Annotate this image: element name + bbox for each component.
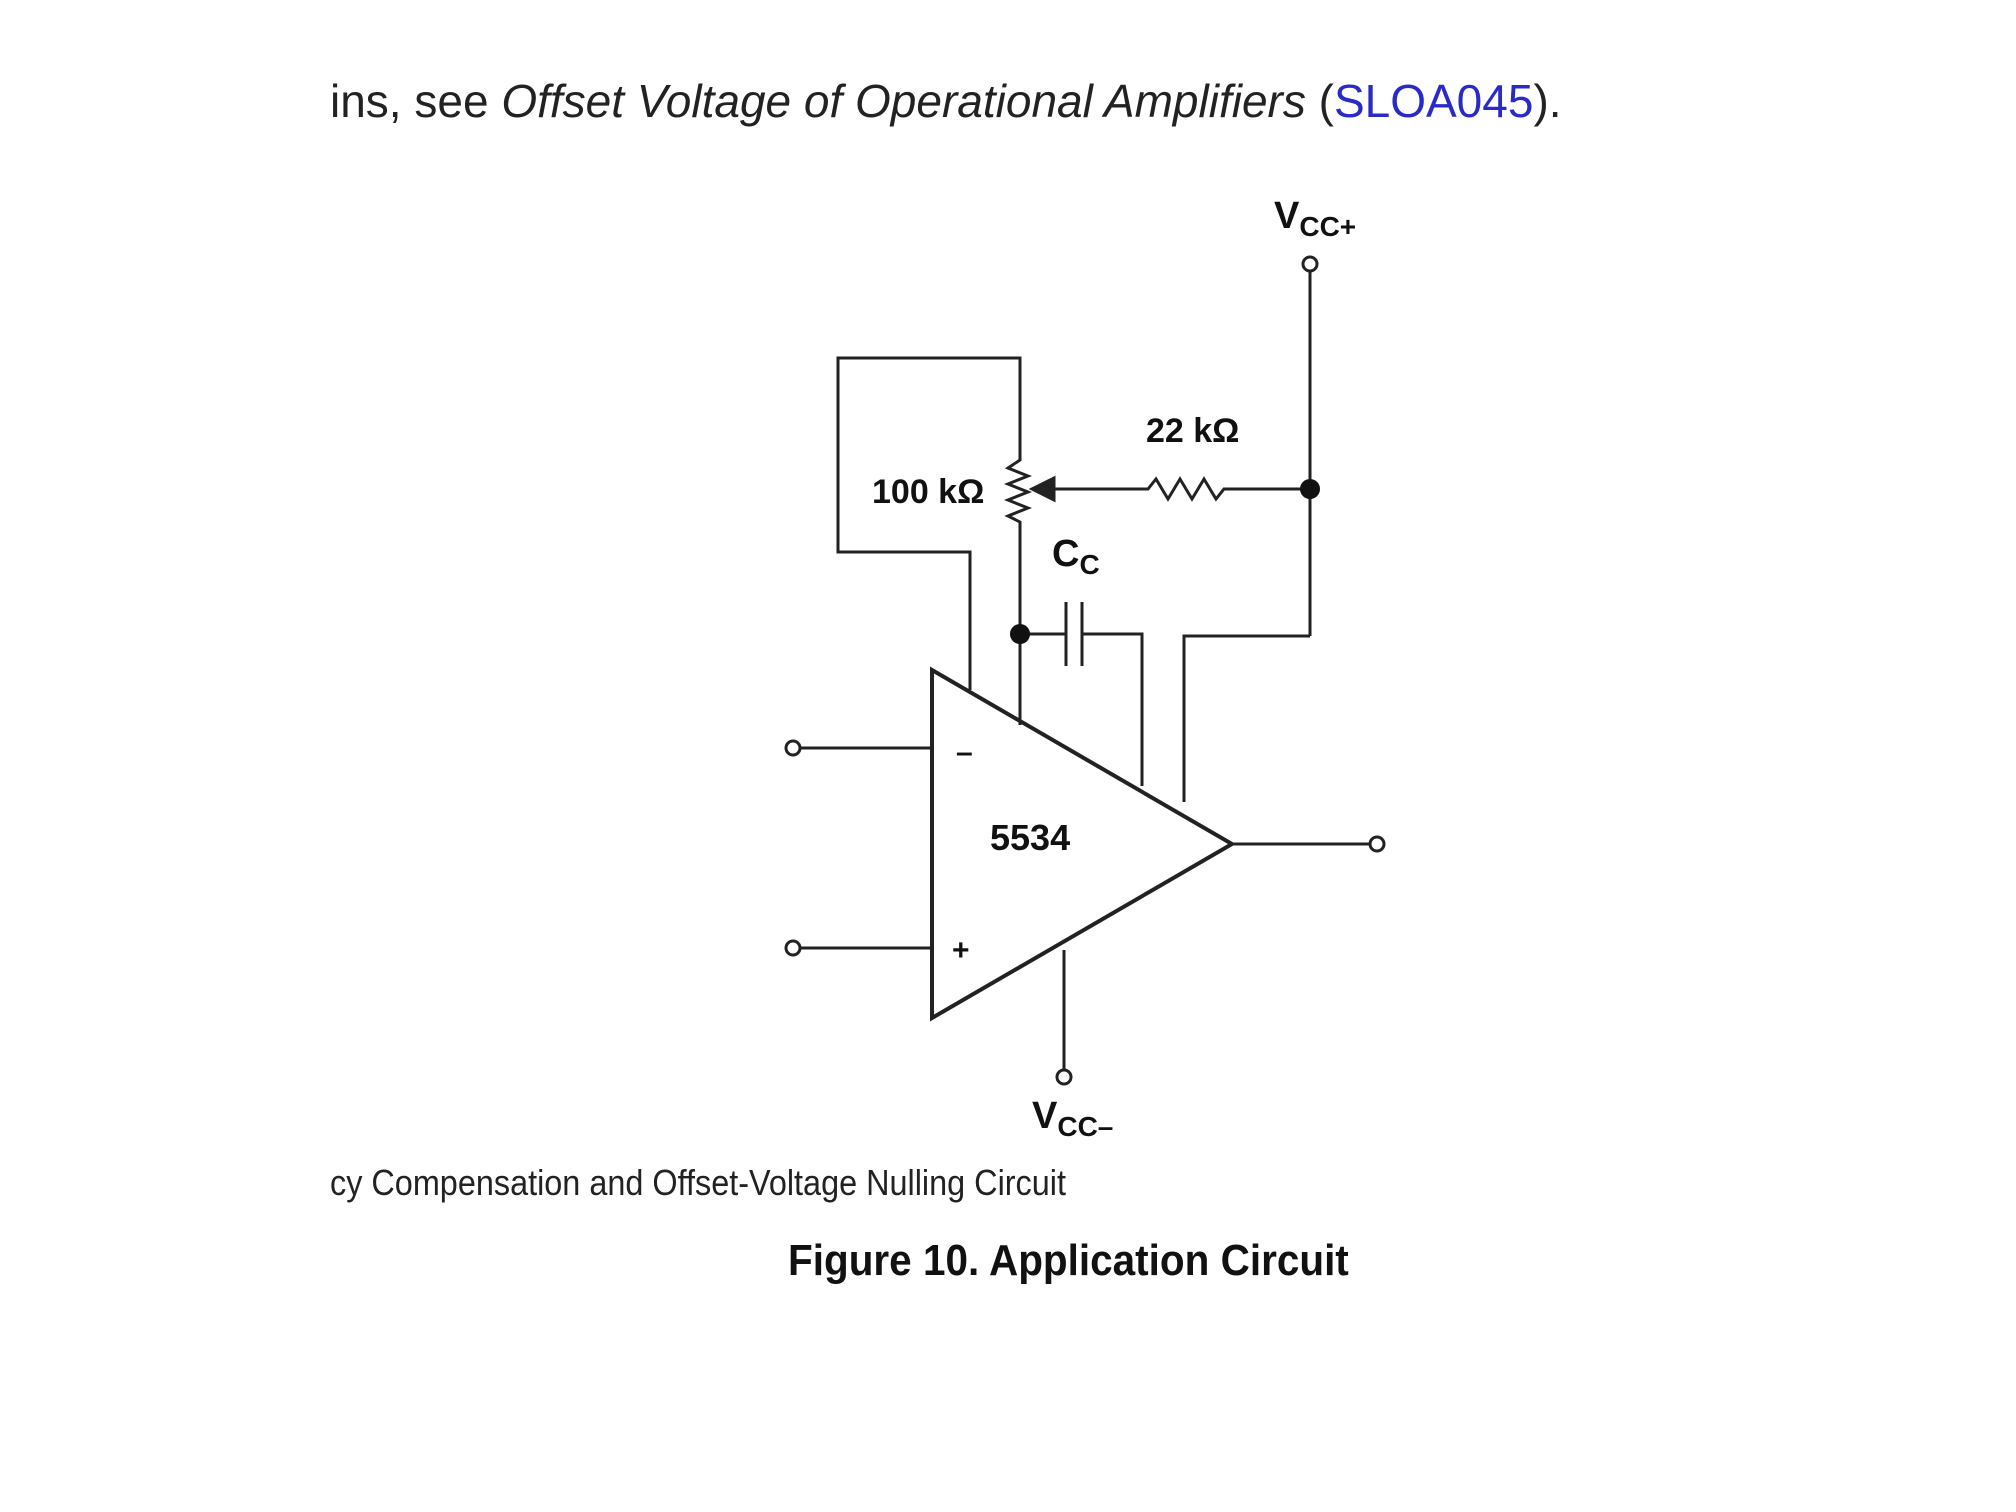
noninverting-sign: +	[952, 934, 970, 967]
pot-resistor	[1003, 456, 1033, 530]
cap-right-wire	[1082, 632, 1144, 786]
reference-title: Offset Voltage of Operational Amplifiers	[501, 75, 1306, 127]
vcc-to-opamp-wire	[1182, 634, 1310, 802]
reference-link[interactable]: SLOA045	[1333, 75, 1534, 127]
pot-100k-label: 100 kΩ	[872, 473, 984, 511]
vcc-minus-terminal	[1055, 1068, 1073, 1086]
reference-prefix: ins, see	[330, 75, 502, 127]
inverting-input-terminal	[784, 739, 802, 757]
pot-wiper-arrow	[1028, 475, 1056, 503]
cap-label: CC	[1052, 533, 1100, 580]
pot-top-loop-wire	[836, 356, 1022, 690]
vcc-junction-dot	[1300, 479, 1320, 499]
reference-open: (	[1305, 75, 1334, 127]
output-terminal	[1368, 835, 1386, 853]
circuit-caption: cy Compensation and Offset-Voltage Nulli…	[330, 1162, 1066, 1203]
reference-close: ).	[1533, 75, 1562, 127]
vcc-minus-label: VCC–	[1032, 1095, 1113, 1142]
noninverting-input-terminal	[784, 939, 802, 957]
cap-junction-dot	[1010, 624, 1030, 644]
truncated-reference-line: ins, see Offset Voltage of Operational A…	[330, 75, 1562, 156]
figure-title: Figure 10. Application Circuit	[788, 1236, 1349, 1285]
opamp-label: 5534	[990, 817, 1070, 858]
r22k-resistor	[1134, 476, 1248, 502]
opamp-triangle	[930, 666, 1236, 1022]
r22k-label: 22 kΩ	[1146, 412, 1239, 450]
vcc-plus-terminal	[1301, 255, 1319, 273]
vcc-plus-label: VCC+	[1274, 195, 1356, 242]
inverting-sign: –	[956, 736, 973, 769]
